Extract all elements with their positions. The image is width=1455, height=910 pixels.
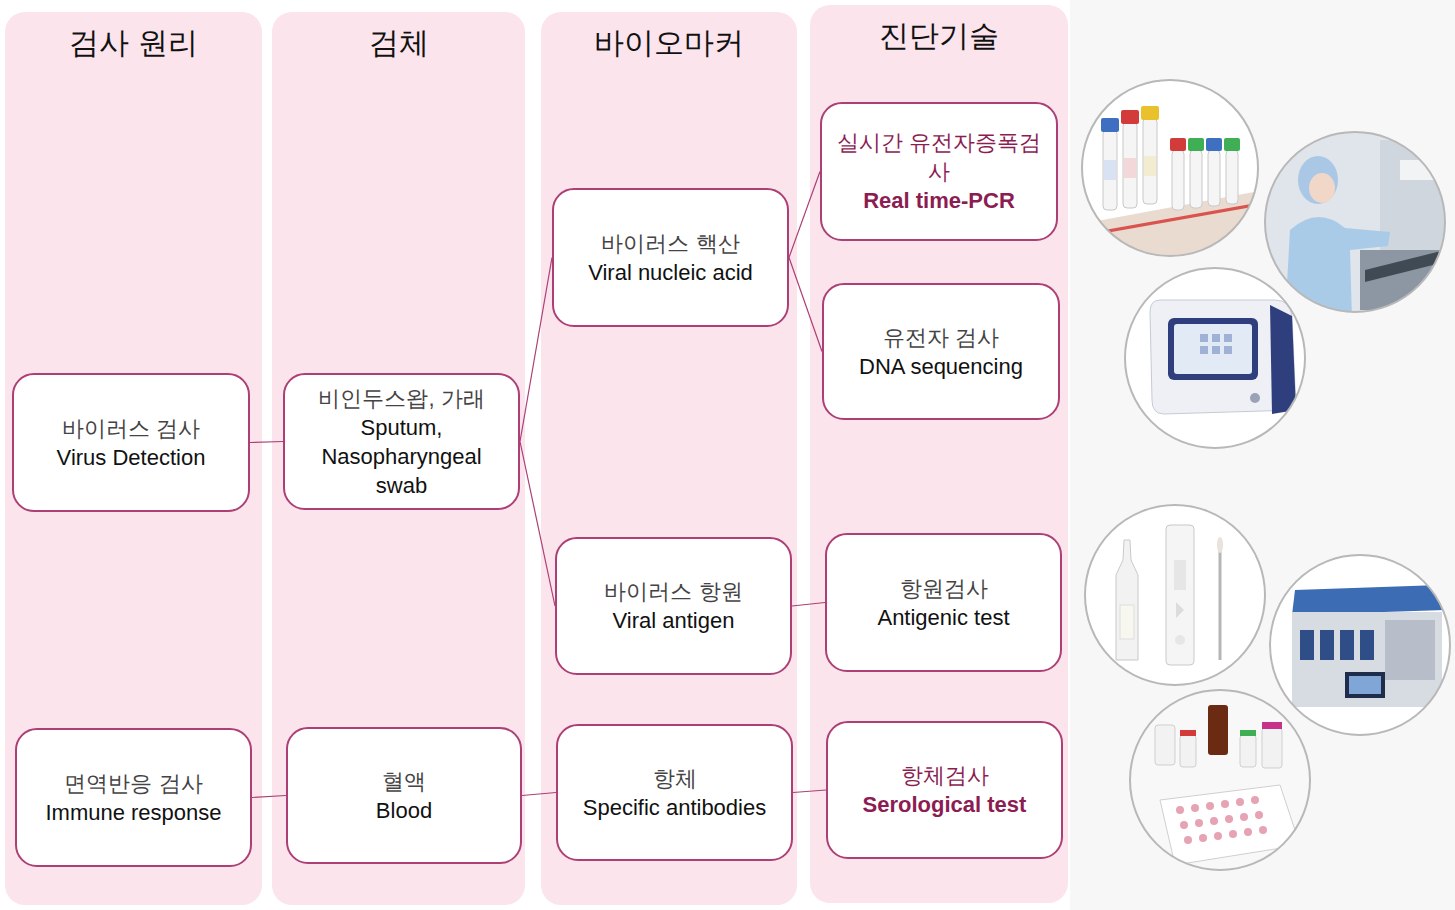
column-heading: 검체 bbox=[272, 12, 525, 61]
process-box: 실시간 유전자증폭검사Real time-PCR bbox=[820, 102, 1058, 241]
korean-label: 실시간 유전자증폭검사 bbox=[832, 128, 1046, 186]
korean-label: 비인두스왑, 가래 bbox=[318, 384, 484, 413]
process-box: 혈액Blood bbox=[286, 727, 522, 864]
english-label: Viral antigen bbox=[613, 606, 735, 635]
english-label: Virus Detection bbox=[57, 443, 206, 472]
english-label: Sputum, Nasopharyngeal swab bbox=[295, 413, 508, 500]
serology-kit-photo bbox=[1130, 690, 1310, 870]
process-box: 항체검사Serological test bbox=[826, 721, 1063, 859]
column-heading: 검사 원리 bbox=[5, 12, 262, 61]
english-label: Antigenic test bbox=[877, 603, 1009, 632]
process-box: 유전자 검사DNA sequencing bbox=[822, 283, 1060, 420]
lab-worker-photo bbox=[1265, 132, 1450, 320]
antigen-kit-photo bbox=[1085, 505, 1265, 685]
process-box: 항원검사Antigenic test bbox=[825, 533, 1062, 672]
korean-label: 항체검사 bbox=[901, 761, 989, 790]
korean-label: 항체 bbox=[653, 764, 697, 793]
english-label: DNA sequencing bbox=[859, 352, 1023, 381]
english-label: Viral nucleic acid bbox=[588, 258, 753, 287]
english-label: Specific antibodies bbox=[583, 793, 766, 822]
korean-label: 바이러스 항원 bbox=[604, 577, 742, 606]
english-label: Serological test bbox=[863, 790, 1027, 819]
column-band: 검사 원리바이러스 검사Virus Detection 면역반응 검사Immune… bbox=[5, 12, 262, 905]
korean-label: 바이러스 검사 bbox=[62, 414, 200, 443]
process-box: 바이러스 검사Virus Detection bbox=[12, 373, 250, 512]
side-ground bbox=[1070, 0, 1455, 910]
korean-label: 항원검사 bbox=[900, 574, 988, 603]
column-heading: 진단기술 bbox=[810, 5, 1068, 54]
reagent-tubes-photo bbox=[1075, 78, 1265, 260]
immunoassay-analyzer-photo bbox=[1270, 555, 1450, 735]
column-band: 바이오마커바이러스 핵산Viral nucleic acid바이러스 항원Vir… bbox=[541, 12, 797, 905]
process-box: 바이러스 핵산Viral nucleic acid bbox=[552, 188, 789, 327]
english-label: Real time-PCR bbox=[863, 186, 1015, 215]
english-label: Blood bbox=[376, 796, 432, 825]
korean-label: 면역반응 검사 bbox=[64, 769, 202, 798]
column-band: 진단기술실시간 유전자증폭검사Real time-PCR 유전자 검사DNA se… bbox=[810, 5, 1068, 903]
process-box: 바이러스 항원Viral antigen bbox=[555, 537, 792, 675]
column-band: 검체비인두스왑, 가래Sputum, Nasopharyngeal swab 혈액… bbox=[272, 12, 525, 905]
korean-label: 바이러스 핵산 bbox=[601, 229, 739, 258]
process-box: 항체Specific antibodies bbox=[556, 724, 793, 861]
process-box: 면역반응 검사Immune response bbox=[15, 728, 252, 867]
column-heading: 바이오마커 bbox=[541, 12, 797, 61]
process-box: 비인두스왑, 가래Sputum, Nasopharyngeal swab bbox=[283, 373, 520, 510]
korean-label: 혈액 bbox=[382, 767, 426, 796]
english-label: Immune response bbox=[45, 798, 221, 827]
pcr-device-photo bbox=[1125, 268, 1305, 448]
korean-label: 유전자 검사 bbox=[883, 323, 999, 352]
